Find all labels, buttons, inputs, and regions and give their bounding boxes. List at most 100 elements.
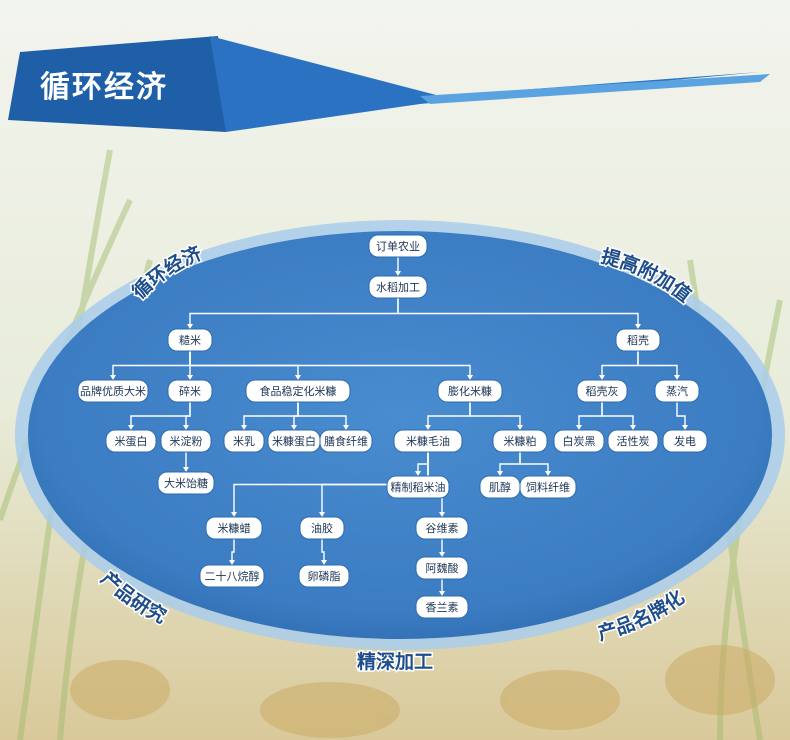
edge-arrow: [187, 375, 193, 380]
node-box: [245, 379, 351, 403]
arc-label-top-left: 循环经济: [128, 241, 206, 303]
node-label: 水稻加工: [376, 281, 420, 294]
edge-n16-n22: [417, 452, 429, 472]
node-label: 米乳: [233, 435, 255, 448]
node-label: 膳食纤维: [324, 434, 368, 448]
node-box: [437, 379, 503, 403]
node-label: 大米饴糖: [164, 476, 208, 490]
node-n13: 米乳: [223, 429, 265, 453]
edge-arrow: [229, 560, 235, 565]
node-n27: 谷维素: [415, 516, 469, 540]
node-n4: 稻壳: [615, 328, 661, 352]
node-n25: 米糠蜡: [205, 516, 263, 540]
node-box: [615, 328, 661, 352]
node-box: [299, 516, 345, 540]
edge-arrow: [343, 425, 349, 430]
edge-n8-n16: [427, 402, 471, 426]
node-box: [319, 429, 373, 453]
node-label: 膨化米糠: [448, 384, 492, 398]
edge-arrow: [241, 425, 247, 430]
node-label: 食品稳定化米糠: [260, 384, 337, 398]
node-box: [298, 564, 350, 588]
edge-arrow: [599, 375, 605, 380]
edge-arrow: [110, 375, 116, 380]
node-label: 油胶: [311, 521, 333, 535]
node-box: [368, 275, 428, 299]
edge-arrow: [497, 471, 503, 476]
edge-arrow: [517, 425, 523, 430]
node-label: 米蛋白: [115, 434, 148, 448]
node-n17: 米糠粕: [492, 429, 548, 453]
node-box: [415, 556, 469, 580]
edge-arrow: [674, 375, 680, 380]
edge-n10-n20: [676, 402, 686, 426]
node-label: 米糠粕: [504, 434, 537, 448]
edge-n3-n5: [112, 351, 191, 376]
node-label: 糙米: [179, 333, 201, 347]
node-n1: 订单农业: [368, 234, 428, 258]
node-n6: 碎米: [167, 379, 213, 403]
edge-n25-n28: [231, 539, 235, 561]
node-box: [77, 379, 149, 403]
node-box: [199, 564, 265, 588]
edge-arrow: [295, 375, 301, 380]
node-n29: 卵磷脂: [298, 564, 350, 588]
node-box: [654, 379, 700, 403]
edge-arrow: [545, 471, 551, 476]
node-box: [415, 595, 469, 619]
edge-n7-n15: [297, 402, 347, 426]
edge-n4-n9: [601, 351, 639, 376]
edge-arrow: [576, 425, 582, 430]
edge-n7-n13: [243, 402, 299, 426]
banner-title: 循环经济: [40, 70, 168, 105]
node-label: 米糠蛋白: [272, 434, 316, 448]
node-n11: 米蛋白: [105, 429, 157, 453]
arc-label-bottom-right: 产品名牌化: [595, 585, 688, 645]
node-n20: 发电: [662, 429, 708, 453]
node-box: [662, 429, 708, 453]
node-box: [105, 429, 157, 453]
edge-arrow: [395, 271, 401, 276]
edge-arrow: [128, 425, 134, 430]
edge-arrow: [439, 591, 445, 596]
node-label: 稻壳: [627, 333, 649, 347]
node-n24: 饲料纤维: [519, 475, 577, 499]
node-label: 碎米: [179, 384, 201, 398]
node-n3: 糙米: [167, 328, 213, 352]
edge-arrow: [682, 425, 688, 430]
node-label: 品牌优质大米: [80, 384, 146, 398]
edge-arrow: [291, 425, 297, 430]
edge-arrow: [425, 425, 431, 430]
edge-n17-n23: [499, 452, 521, 472]
node-box: [492, 429, 548, 453]
node-label: 谷维素: [426, 522, 459, 535]
edge-n3-n8: [189, 351, 471, 376]
edge-arrow: [183, 425, 189, 430]
edges: [110, 257, 688, 596]
edge-arrow: [415, 471, 421, 476]
edge-n17-n24: [519, 452, 549, 472]
edge-arrow: [321, 560, 327, 565]
node-n7: 食品稳定化米糠: [245, 379, 351, 403]
edge-n6-n11: [130, 402, 191, 426]
node-n21: 大米饴糖: [157, 471, 215, 495]
node-n18: 白炭黑: [553, 429, 605, 453]
node-label: 阿魏酸: [426, 561, 459, 575]
node-label: 米糠毛油: [406, 434, 450, 448]
node-box: [576, 379, 628, 403]
node-n30: 阿魏酸: [415, 556, 469, 580]
edge-arrow: [439, 512, 445, 517]
edge-arrow: [183, 467, 189, 472]
node-n2: 水稻加工: [368, 275, 428, 299]
node-box: [167, 379, 213, 403]
edge-arrow: [439, 552, 445, 557]
edge-n26-n29: [321, 539, 325, 561]
node-label: 二十八烷醇: [205, 569, 260, 583]
edge-n4-n10: [637, 351, 678, 376]
node-n23: 肌醇: [479, 475, 521, 499]
node-n26: 油胶: [299, 516, 345, 540]
edge-arrow: [467, 375, 473, 380]
edge-arrow: [635, 324, 641, 329]
node-box: [368, 234, 428, 258]
